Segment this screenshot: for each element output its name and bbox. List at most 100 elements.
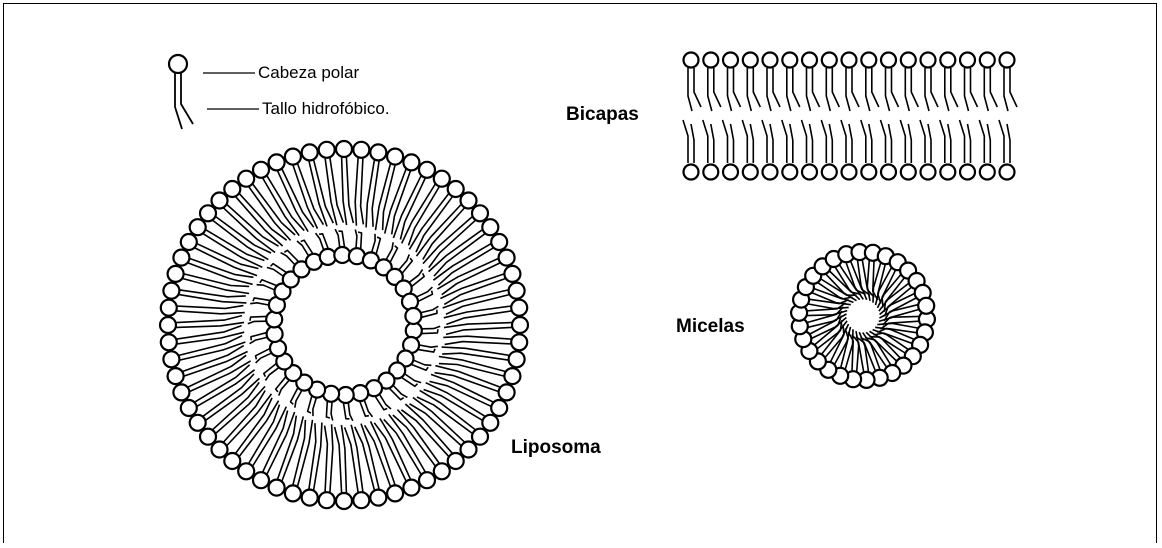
hydrophobic-tail xyxy=(422,329,438,333)
hydrophobic-tail xyxy=(316,233,324,250)
polar-head xyxy=(901,165,916,180)
polar-head xyxy=(302,490,318,506)
polar-head xyxy=(173,250,189,266)
hydrophobic-tail xyxy=(821,120,826,163)
hydrophobic-tail xyxy=(750,124,753,163)
polar-head xyxy=(269,154,285,170)
hydrophobic-tail xyxy=(176,322,244,327)
hydrophobic-tail xyxy=(402,378,418,387)
hydrophobic-tail xyxy=(250,303,268,305)
polar-head xyxy=(269,480,285,496)
hydrophobic-tail xyxy=(856,331,859,372)
polar-head xyxy=(723,53,738,68)
polar-head xyxy=(763,53,778,68)
hydrophobic-tail xyxy=(184,352,248,377)
liposome-diagram xyxy=(160,141,528,509)
hydrophobic-tail xyxy=(948,124,951,163)
hydrophobic-tail xyxy=(770,124,773,163)
polar-head xyxy=(509,351,525,367)
hydrophobic-tail xyxy=(990,68,997,107)
hydrophobic-tail xyxy=(446,327,512,334)
hydrophobic-tail xyxy=(346,157,353,223)
polar-head xyxy=(168,266,184,282)
hydrophobic-tail xyxy=(313,398,316,416)
legend-head-label: Cabeza polar xyxy=(258,63,359,83)
hydrophobic-tail xyxy=(925,68,929,111)
polar-head xyxy=(200,429,216,445)
legend xyxy=(169,55,259,129)
hydrophobic-tail xyxy=(928,124,931,163)
hydrophobic-tail xyxy=(951,68,958,107)
polar-head xyxy=(482,415,498,431)
hydrophobic-tail xyxy=(308,396,312,413)
polar-head xyxy=(163,351,179,367)
polar-head xyxy=(370,490,386,506)
polar-head xyxy=(160,317,176,333)
hydrophobic-tail xyxy=(753,68,760,107)
hydrophobic-tail xyxy=(281,253,295,265)
polar-head xyxy=(822,165,837,180)
hydrophobic-tail xyxy=(945,68,949,111)
hydrophobic-tail xyxy=(708,68,712,111)
hydrophobic-tail xyxy=(683,120,688,163)
legend-tail-label: Tallo hidrofóbico. xyxy=(262,99,390,119)
hydrophobic-tail xyxy=(393,415,435,466)
hydrophobic-tail xyxy=(355,230,357,248)
polar-head xyxy=(980,165,995,180)
polar-head xyxy=(461,442,477,458)
polar-head xyxy=(1000,165,1015,180)
polar-head xyxy=(319,492,335,508)
hydrophobic-tail xyxy=(762,120,767,163)
hydrophobic-tail xyxy=(869,124,872,163)
hydrophobic-tail xyxy=(688,68,692,111)
polar-head xyxy=(802,165,817,180)
polar-head xyxy=(511,334,527,350)
hydrophobic-tail xyxy=(911,68,918,107)
hydrophobic-tail xyxy=(852,68,859,107)
bilayer-label: Bicapas xyxy=(566,104,639,126)
hydrophobic-tail xyxy=(418,349,435,352)
polar-head xyxy=(940,165,955,180)
polar-head xyxy=(980,53,995,68)
polar-head xyxy=(499,250,515,266)
hydrophobic-tail xyxy=(1010,68,1017,107)
liposome-label: Liposoma xyxy=(511,437,601,459)
polar-head xyxy=(504,368,520,384)
polar-head xyxy=(370,144,386,160)
polar-head xyxy=(352,385,368,401)
hydrophobic-tail xyxy=(892,68,899,107)
hydrophobic-tail xyxy=(1007,124,1010,163)
hydrophobic-tail xyxy=(728,68,732,111)
hydrophobic-tail xyxy=(445,342,511,345)
polar-head xyxy=(302,144,318,160)
hydrophobic-tail xyxy=(358,232,362,249)
hydrophobic-tail xyxy=(423,208,465,260)
hydrophobic-tail xyxy=(239,401,278,457)
polar-head xyxy=(743,165,758,180)
hydrophobic-tail xyxy=(393,386,407,398)
hydrophobic-tail xyxy=(335,427,342,493)
polar-head xyxy=(491,234,507,250)
hydrophobic-tail xyxy=(867,260,870,301)
polar-head xyxy=(921,165,936,180)
polar-head xyxy=(353,492,369,508)
polar-head xyxy=(918,298,934,314)
hydrophobic-tail xyxy=(236,197,283,246)
polar-head xyxy=(161,334,177,350)
hydrophobic-tail xyxy=(213,220,269,259)
polar-head xyxy=(224,453,240,469)
polar-head xyxy=(253,472,269,488)
polar-head xyxy=(212,193,228,209)
hydrophobic-tail xyxy=(227,205,279,247)
hydrophobic-tail xyxy=(176,316,242,323)
hydrophobic-tail xyxy=(813,68,820,107)
polar-head xyxy=(403,154,419,170)
hydrophobic-tail xyxy=(787,68,791,111)
polar-head xyxy=(285,149,301,165)
polar-head xyxy=(782,165,797,180)
polar-head xyxy=(163,283,179,299)
hydrophobic-tail xyxy=(861,120,866,163)
polar-head xyxy=(434,463,450,479)
hydrophobic-tail xyxy=(405,404,452,453)
polar-head xyxy=(504,266,520,282)
